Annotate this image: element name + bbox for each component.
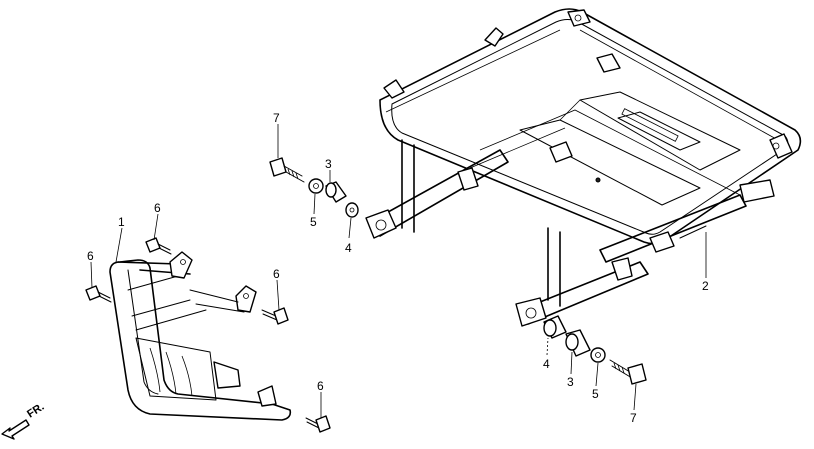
bolt-6-mid	[261, 307, 289, 325]
callout-7-lower: 7	[630, 411, 637, 425]
callout-7-upper: 7	[273, 111, 280, 125]
callout-3-lower: 3	[567, 375, 574, 389]
callout-4-lower: 4	[543, 357, 550, 371]
carrier-frame	[365, 8, 802, 327]
bushing-lower	[543, 315, 567, 339]
collar-upper	[325, 181, 347, 203]
bushing-upper	[345, 202, 359, 218]
front-direction-indicator: FR.	[1, 401, 47, 440]
arrow-down-left-icon	[1, 419, 30, 440]
front-direction-label: FR.	[25, 401, 46, 421]
callout-2: 2	[702, 279, 709, 293]
bolt-lower	[609, 359, 647, 385]
washer-lower	[590, 347, 606, 363]
callout-5-lower: 5	[592, 387, 599, 401]
callout-5-upper: 5	[310, 215, 317, 229]
bolt-6-top	[145, 237, 172, 255]
bolt-6-bottom	[305, 415, 331, 433]
leader-lines	[90, 124, 707, 418]
callout-6-top: 6	[154, 201, 161, 215]
callout-4-upper: 4	[345, 241, 352, 255]
callout-6-mid: 6	[273, 267, 280, 281]
washer-upper	[308, 178, 324, 194]
bolt-upper	[269, 157, 305, 183]
collar-lower	[565, 329, 591, 357]
callout-3-upper: 3	[325, 157, 332, 171]
callout-6-bottom: 6	[317, 379, 324, 393]
callout-6-left: 6	[87, 249, 94, 263]
bolt-6-left	[85, 285, 112, 303]
callout-1: 1	[118, 215, 125, 229]
front-guard	[109, 251, 292, 421]
